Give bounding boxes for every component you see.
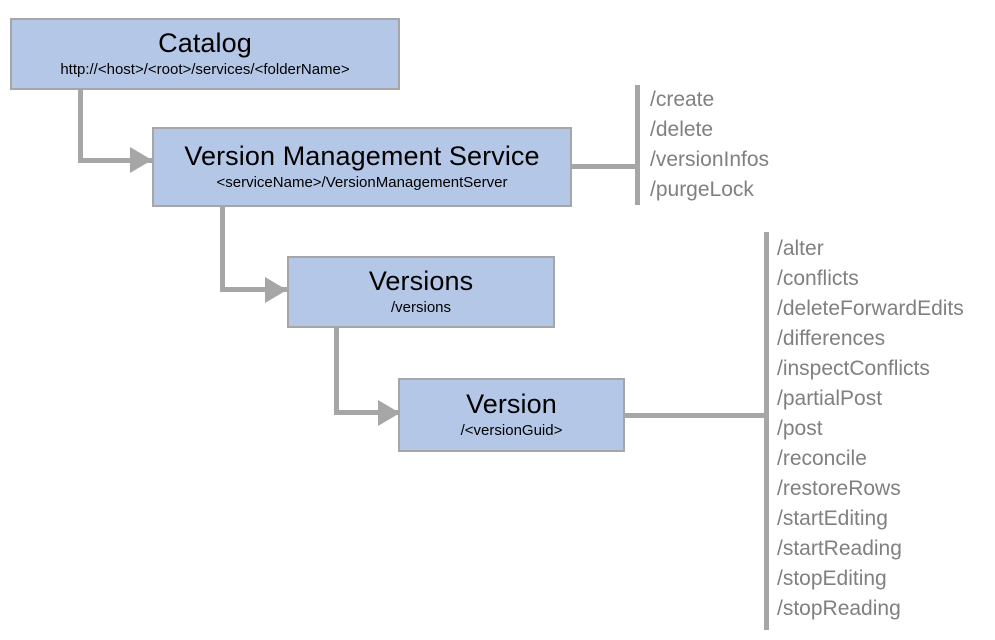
endpoint-list-version-operations: /alter/conflicts/deleteForwardEdits/diff… bbox=[777, 234, 964, 624]
connector-versions-to-version-vertical bbox=[334, 328, 339, 415]
connector-versions-to-version-horizontal bbox=[334, 410, 414, 415]
endpoint-item-service-2[interactable]: /versionInfos bbox=[650, 148, 770, 171]
arrowhead-versions-to-version-icon bbox=[378, 400, 400, 426]
endpoint-item-service-1[interactable]: /delete bbox=[650, 118, 714, 141]
connector-catalog-to-service-horizontal bbox=[78, 158, 160, 163]
arrowhead-catalog-to-service-icon bbox=[130, 147, 152, 173]
endpoint-item-version-11[interactable]: /stopEditing bbox=[777, 567, 887, 590]
node-versions[interactable]: Versions /versions bbox=[287, 256, 555, 328]
node-catalog-subtitle: http://<host>/<root>/services/<folderNam… bbox=[60, 61, 350, 79]
node-versions-subtitle: /versions bbox=[390, 299, 452, 317]
endpoint-list-service-operations: /create/delete/versionInfos/purgeLock bbox=[650, 85, 769, 205]
node-version-management-service[interactable]: Version Management Service <serviceName>… bbox=[152, 127, 572, 207]
node-version-subtitle: /<versionGuid> bbox=[460, 422, 563, 440]
endpoint-item-version-10[interactable]: /startReading bbox=[777, 537, 902, 560]
endpoint-item-version-3[interactable]: /differences bbox=[777, 327, 886, 350]
rail-version-operations bbox=[764, 232, 769, 630]
endpoint-item-version-9[interactable]: /startEditing bbox=[777, 507, 888, 530]
endpoint-item-service-0[interactable]: /create bbox=[650, 88, 715, 111]
node-version-management-service-subtitle: <serviceName>/VersionManagementServer bbox=[216, 174, 508, 192]
rail-service-operations bbox=[635, 85, 640, 205]
endpoint-item-version-6[interactable]: /post bbox=[777, 417, 823, 440]
node-version-management-service-title: Version Management Service bbox=[184, 141, 540, 172]
node-catalog[interactable]: Catalog http://<host>/<root>/services/<f… bbox=[10, 18, 400, 90]
endpoint-item-service-3[interactable]: /purgeLock bbox=[650, 178, 754, 201]
node-version-title: Version bbox=[466, 389, 557, 420]
connector-catalog-to-service-vertical bbox=[78, 90, 83, 163]
connector-service-to-versions-horizontal bbox=[220, 287, 300, 292]
endpoint-item-version-0[interactable]: /alter bbox=[777, 237, 824, 260]
endpoint-item-version-7[interactable]: /reconcile bbox=[777, 447, 867, 470]
endpoint-item-version-2[interactable]: /deleteForwardEdits bbox=[777, 297, 964, 320]
connector-service-to-operations bbox=[570, 164, 640, 169]
endpoint-item-version-4[interactable]: /inspectConflicts bbox=[777, 357, 930, 380]
endpoint-item-version-1[interactable]: /conflicts bbox=[777, 267, 859, 290]
arrowhead-service-to-versions-icon bbox=[265, 277, 287, 303]
connector-service-to-versions-vertical bbox=[220, 207, 225, 292]
connector-version-to-operations bbox=[623, 413, 769, 418]
node-versions-title: Versions bbox=[368, 266, 474, 297]
node-catalog-title: Catalog bbox=[158, 28, 252, 59]
node-version[interactable]: Version /<versionGuid> bbox=[398, 378, 625, 452]
endpoint-item-version-12[interactable]: /stopReading bbox=[777, 597, 901, 620]
endpoint-item-version-5[interactable]: /partialPost bbox=[777, 387, 883, 410]
endpoint-item-version-8[interactable]: /restoreRows bbox=[777, 477, 901, 500]
